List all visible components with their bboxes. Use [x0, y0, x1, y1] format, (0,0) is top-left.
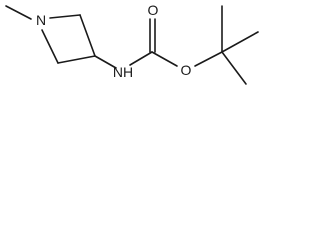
atom-label-ester-o: O [181, 62, 192, 78]
bond-tbu-methyl-bottom [221, 51, 247, 85]
structural-formula: N NH O O [5, 2, 259, 85]
bond-ring-c4-c3 [79, 14, 96, 57]
bond-tbu-methyl-right [221, 31, 259, 53]
bond-methyl-n [5, 5, 32, 20]
bond-carbonyl-ester-o [151, 51, 178, 67]
bond-ring-c2-c3 [57, 55, 96, 64]
atom-label-amide-nh: NH [113, 64, 133, 80]
atom-label-ring-n: N [36, 12, 46, 28]
bond-c3-nh [94, 55, 117, 69]
bond-nh-carbonyl [129, 51, 153, 66]
atom-label-carbonyl-o: O [148, 2, 159, 18]
bond-ring-n-c2 [41, 29, 59, 64]
bond-ring-n-c4 [49, 14, 81, 19]
bond-ester-o-tbu [194, 51, 223, 67]
